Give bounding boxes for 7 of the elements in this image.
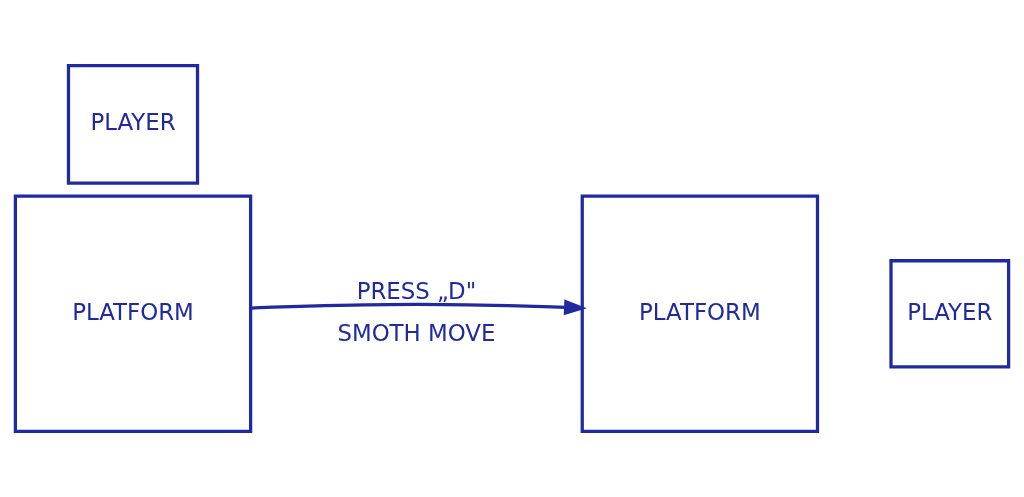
- arrow: [250, 299, 587, 316]
- node-box: PLATFORM: [13, 194, 253, 434]
- edge-label: PRESS „D": [356, 278, 477, 305]
- label: SMOTH MOVE: [337, 320, 496, 347]
- node-box: PLAYER: [889, 259, 1011, 369]
- node-box: PLATFORM: [580, 194, 820, 434]
- node-box: PLAYER: [66, 63, 200, 185]
